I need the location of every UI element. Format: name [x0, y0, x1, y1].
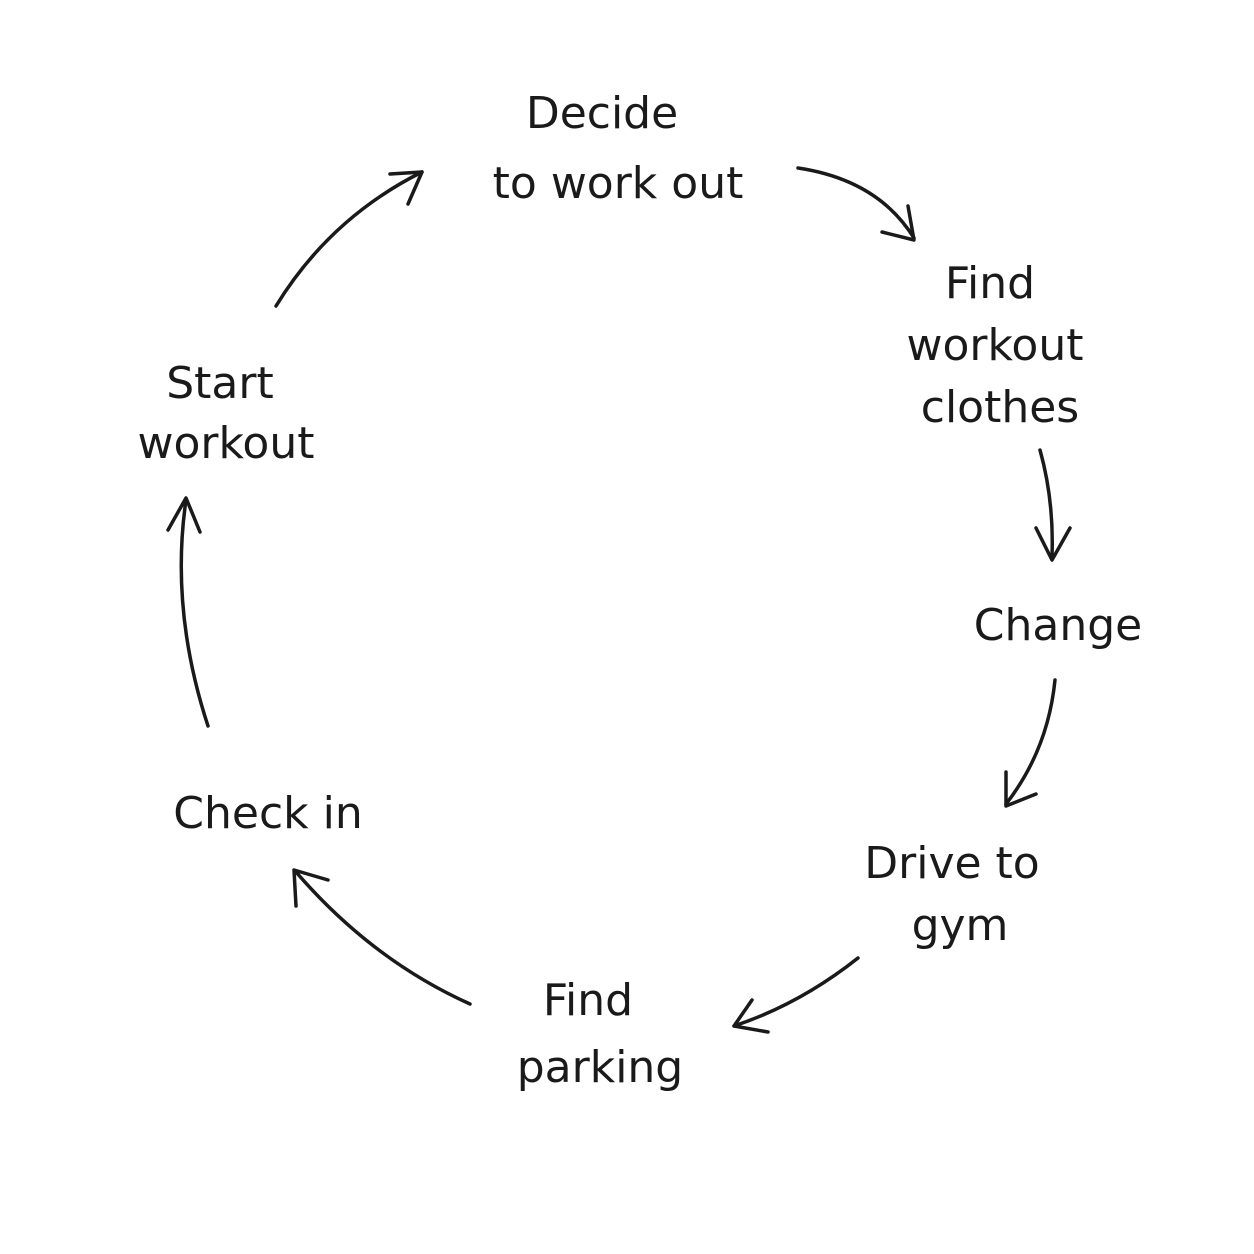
arrow-decide-to-find-clothes: [796, 166, 916, 242]
step-drive: Drive to gym: [864, 838, 1039, 951]
arrow-check-in-to-start-workout: [166, 496, 210, 728]
step-drive-line-1: Drive to: [864, 838, 1039, 889]
step-find-parking-line-2: parking: [517, 1042, 684, 1093]
step-decide: Decide to work out: [493, 88, 744, 209]
arrow-start-workout-to-decide: [274, 170, 424, 308]
step-check-in-line-1: Check in: [173, 788, 362, 839]
step-drive-line-2: gym: [912, 900, 1009, 951]
step-start-workout-line-1: Start: [166, 358, 274, 409]
step-change-line-1: Change: [974, 600, 1142, 651]
step-find-clothes-line-2: workout: [907, 320, 1084, 371]
step-change: Change: [974, 600, 1142, 651]
step-decide-line-2: to work out: [493, 158, 744, 209]
arrow-drive-to-find-parking: [732, 956, 860, 1034]
step-start-workout-line-2: workout: [138, 418, 315, 469]
arrow-find-parking-to-check-in: [292, 868, 472, 1006]
step-start-workout: Start workout: [138, 358, 315, 469]
arrow-find-clothes-to-change: [1034, 448, 1072, 562]
step-find-clothes: Find workout clothes: [907, 258, 1084, 433]
step-decide-line-1: Decide: [526, 88, 678, 139]
step-find-parking-line-1: Find: [543, 975, 633, 1026]
step-check-in: Check in: [173, 788, 362, 839]
step-find-clothes-line-3: clothes: [921, 382, 1079, 433]
arrow-change-to-drive: [1004, 678, 1057, 808]
step-find-parking: Find parking: [517, 975, 684, 1093]
step-find-clothes-line-1: Find: [945, 258, 1035, 309]
